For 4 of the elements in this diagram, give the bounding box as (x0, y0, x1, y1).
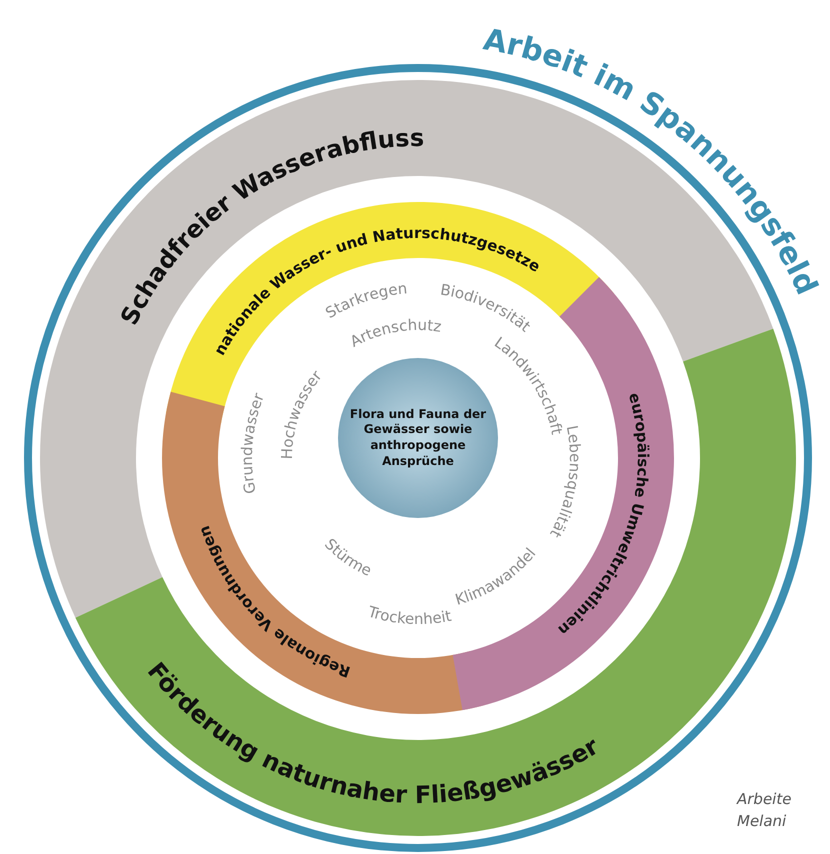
center-label: Flora und Fauna der Gewässer sowie anthropogene Ansprüche (348, 406, 488, 470)
topic-word: Trockenheit (366, 602, 453, 628)
caption-text: Arbeite (737, 790, 792, 808)
caption-text: Melani (737, 812, 786, 830)
